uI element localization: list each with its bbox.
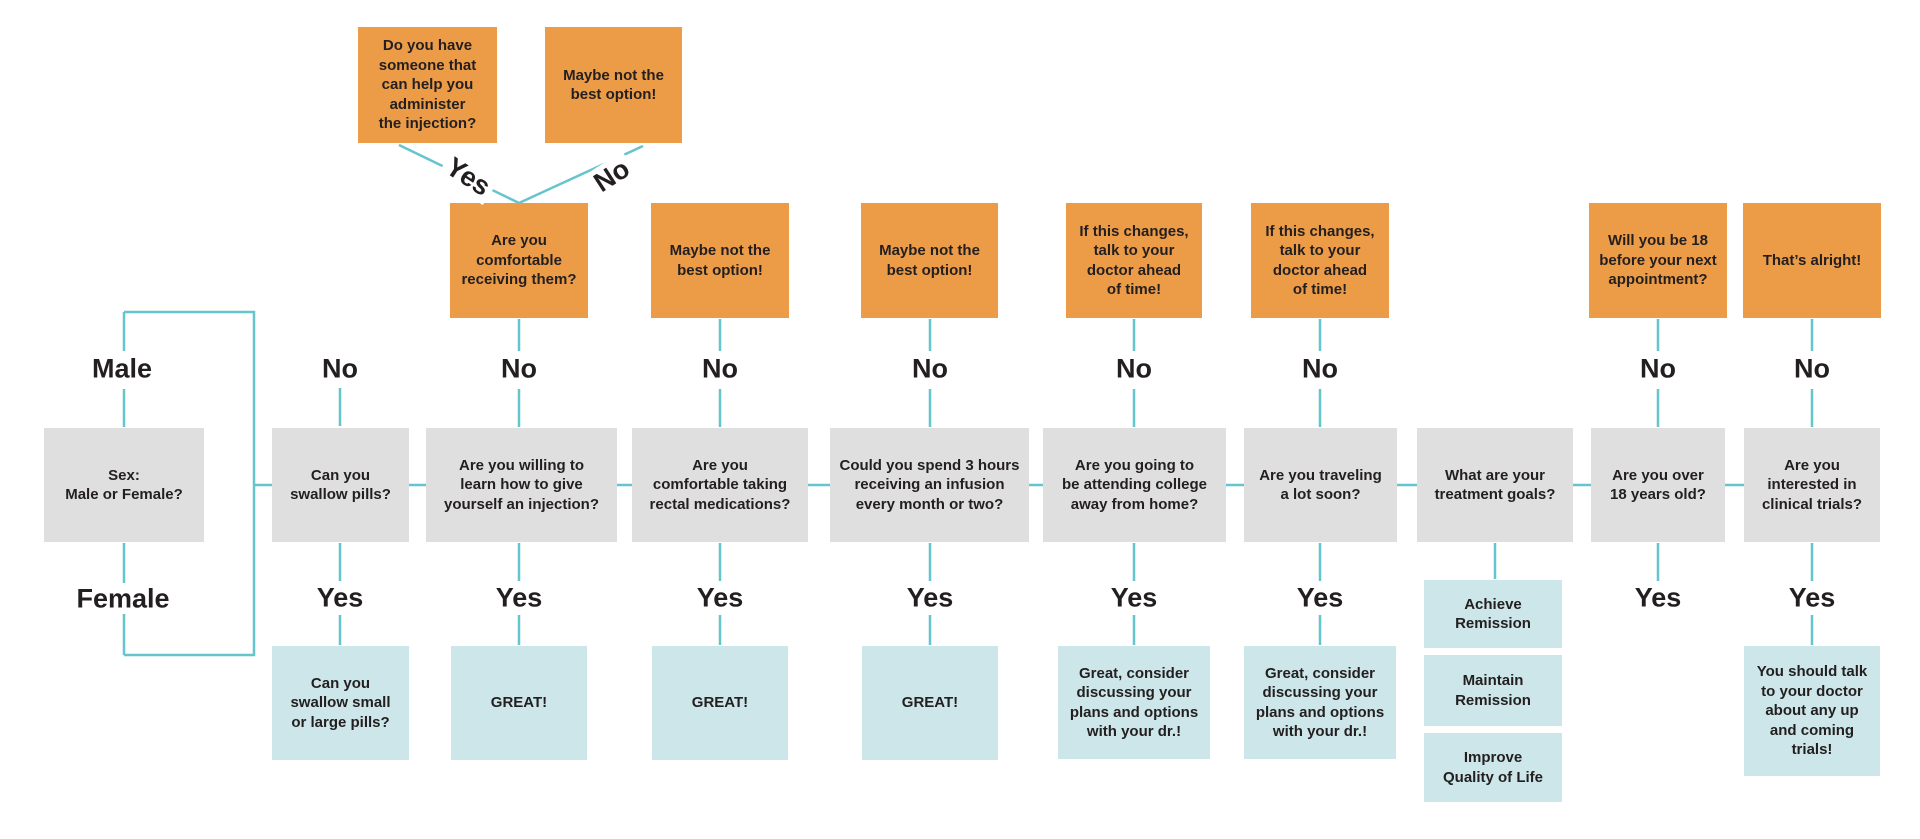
yes-label-col5: Yes <box>906 582 954 613</box>
node-great-consider-2: Great, consider discussing your plans an… <box>1244 646 1396 759</box>
no-label-col7: No <box>1302 353 1338 384</box>
yes-label-col2: Yes <box>316 582 364 613</box>
node-maybe-not-best-2: Maybe not the best option! <box>651 203 789 318</box>
node-traveling: Are you traveling a lot soon? <box>1244 428 1397 542</box>
node-rectal-medications: Are you comfortable taking rectal medica… <box>632 428 808 542</box>
node-great-1: GREAT! <box>451 646 587 760</box>
no-label-col6: No <box>1116 353 1152 384</box>
female-label: Female <box>76 583 170 614</box>
no-label-col5: No <box>912 353 948 384</box>
node-college: Are you going to be attending college aw… <box>1043 428 1226 542</box>
node-maintain-remission: Maintain Remission <box>1424 655 1562 726</box>
node-great-2: GREAT! <box>652 646 788 760</box>
yes-label-col10: Yes <box>1788 582 1836 613</box>
node-swallow-pills: Can you swallow pills? <box>272 428 409 542</box>
node-if-changes-2: If this changes, talk to your doctor ahe… <box>1251 203 1389 318</box>
node-great-consider-1: Great, consider discussing your plans an… <box>1058 646 1210 759</box>
node-clinical-trials: Are you interested in clinical trials? <box>1744 428 1880 542</box>
node-if-changes-1: If this changes, talk to your doctor ahe… <box>1066 203 1202 318</box>
no-label-col9: No <box>1640 353 1676 384</box>
node-thats-alright: That’s alright! <box>1743 203 1881 318</box>
yes-label-col4: Yes <box>696 582 744 613</box>
node-help-administer: Do you have someone that can help you ad… <box>358 27 497 143</box>
node-great-3: GREAT! <box>862 646 998 760</box>
node-comfortable-receiving: Are you comfortable receiving them? <box>450 203 588 318</box>
node-maybe-not-best-3: Maybe not the best option! <box>861 203 998 318</box>
node-maybe-not-best-top: Maybe not the best option! <box>545 27 682 143</box>
yes-label-col7: Yes <box>1296 582 1344 613</box>
node-talk-doctor-trials: You should talk to your doctor about any… <box>1744 646 1880 776</box>
node-will-you-be-18: Will you be 18 before your next appointm… <box>1589 203 1727 318</box>
bracket-line <box>124 310 256 657</box>
node-swallow-small-large: Can you swallow small or large pills? <box>272 646 409 760</box>
no-label-col4: No <box>702 353 738 384</box>
male-label: Male <box>91 353 153 384</box>
node-willing-injection: Are you willing to learn how to give you… <box>426 428 617 542</box>
yes-label-col3: Yes <box>495 582 543 613</box>
node-over-18: Are you over 18 years old? <box>1591 428 1725 542</box>
no-label-col3: No <box>501 353 537 384</box>
yes-label-col6: Yes <box>1110 582 1158 613</box>
no-label-col2: No <box>322 353 358 384</box>
node-treatment-goals: What are your treatment goals? <box>1417 428 1573 542</box>
node-infusion: Could you spend 3 hours receiving an inf… <box>830 428 1029 542</box>
no-label-col10: No <box>1794 353 1830 384</box>
node-achieve-remission: Achieve Remission <box>1424 580 1562 648</box>
node-sex: Sex: Male or Female? <box>44 428 204 542</box>
node-improve-qol: Improve Quality of Life <box>1424 733 1562 802</box>
yes-label-col9: Yes <box>1634 582 1682 613</box>
